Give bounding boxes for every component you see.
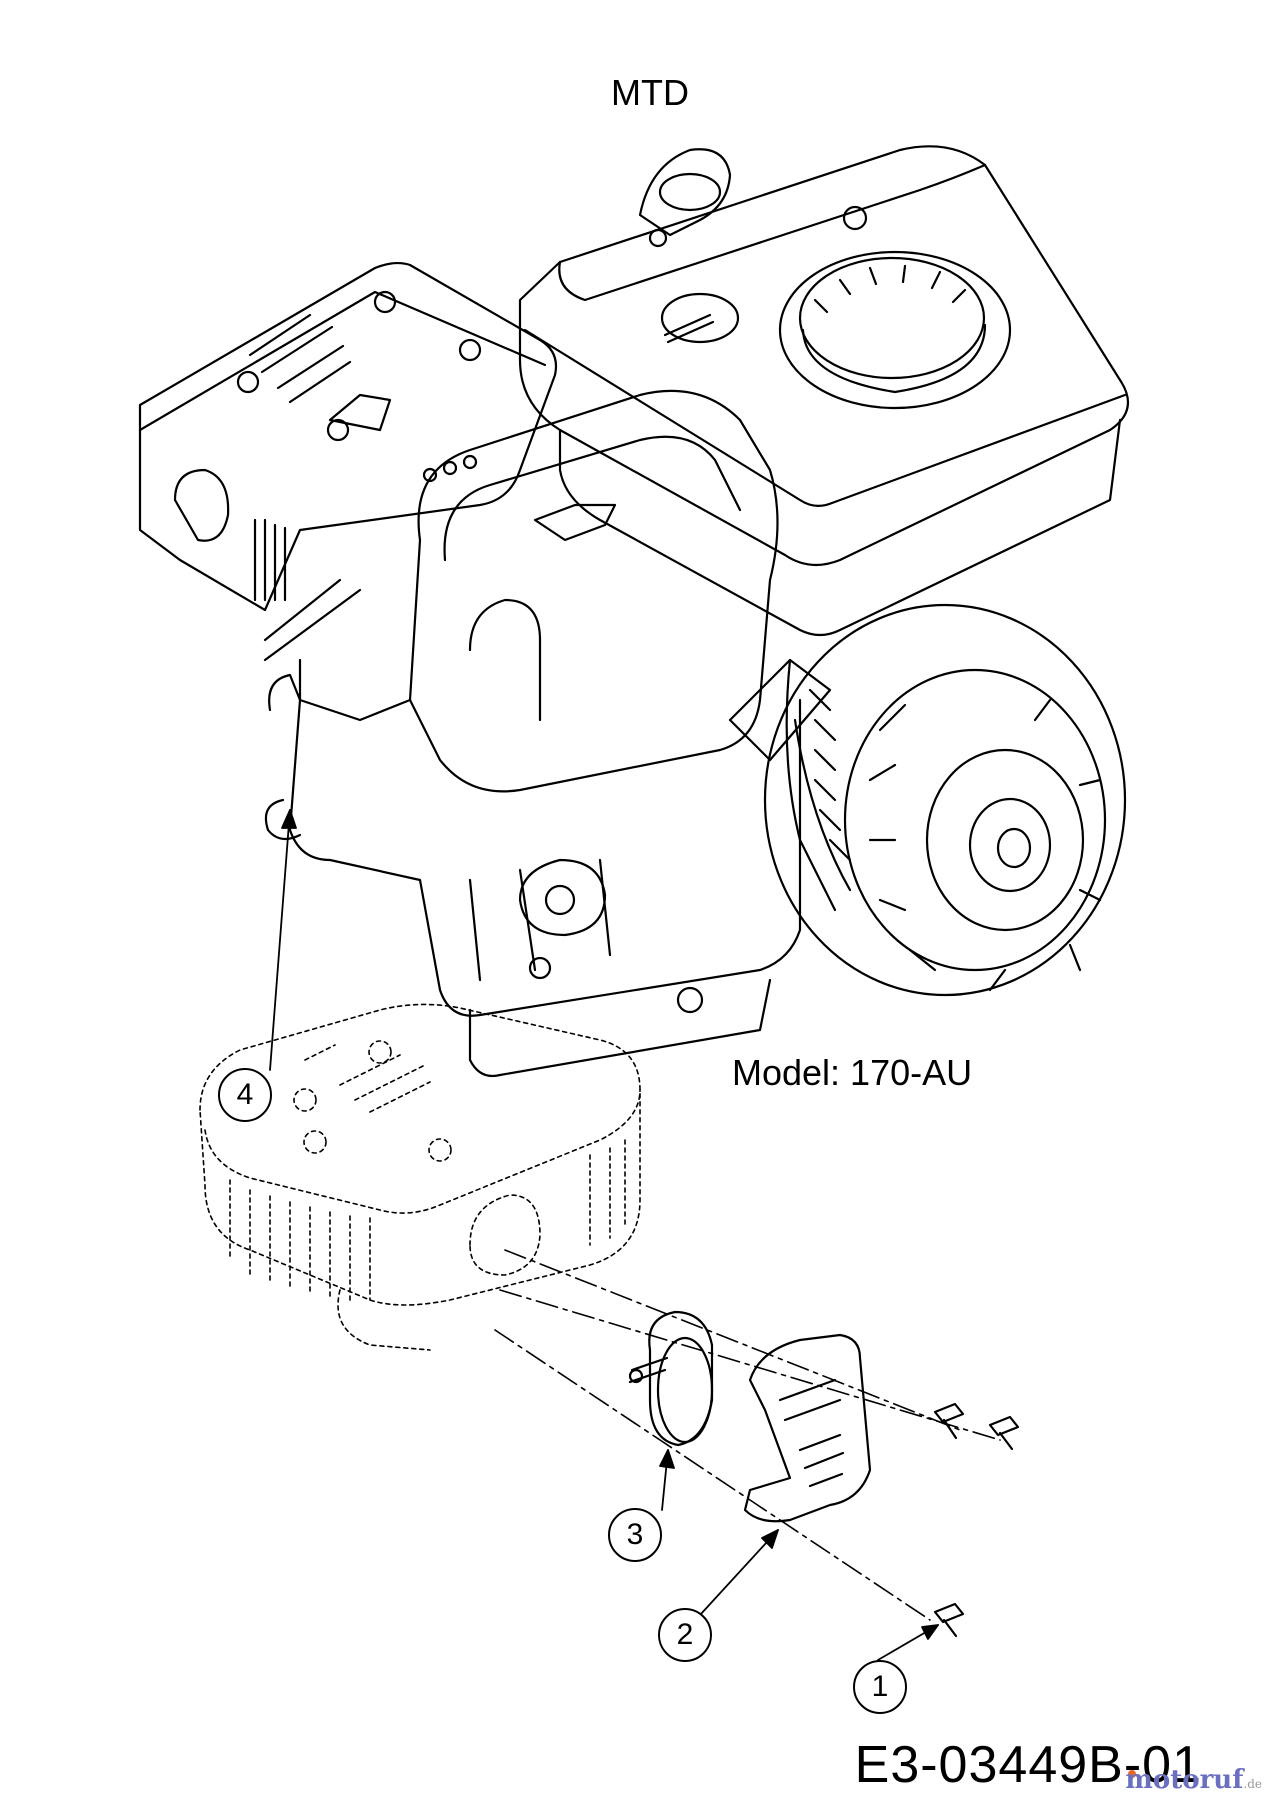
- model-label: Model: 170-AU: [732, 1052, 973, 1093]
- watermark-suffix: .de: [1243, 1777, 1262, 1791]
- screws: [933, 1402, 1020, 1638]
- heat-shield: [743, 1333, 872, 1523]
- brand-title: MTD: [611, 72, 689, 113]
- assembly-lines: [494, 1249, 1001, 1621]
- fuel-cap: [778, 250, 1012, 410]
- air-filter-housing: [298, 389, 779, 793]
- muffler-mounted: [138, 261, 558, 662]
- engine-block: [264, 673, 802, 1078]
- spark-arrester: [628, 1310, 714, 1447]
- watermark-dots: [1128, 1770, 1136, 1778]
- watermark-text: motoruf: [1125, 1765, 1244, 1795]
- callout-1: 1: [853, 1660, 907, 1714]
- fuel-tank: [518, 145, 1130, 637]
- recoil-starter: [728, 603, 1127, 997]
- callout-3: 3: [608, 1508, 662, 1562]
- callout-4: 4: [218, 1068, 272, 1122]
- callout-2: 2: [658, 1608, 712, 1662]
- leader-lines: [269, 809, 939, 1661]
- drawing-code: E3-03449B-01: [854, 1736, 1202, 1794]
- watermark-logo: motoruf.de: [1125, 1765, 1262, 1795]
- engine-drawing: [138, 145, 1130, 1078]
- muffler-exploded: [199, 1003, 641, 1351]
